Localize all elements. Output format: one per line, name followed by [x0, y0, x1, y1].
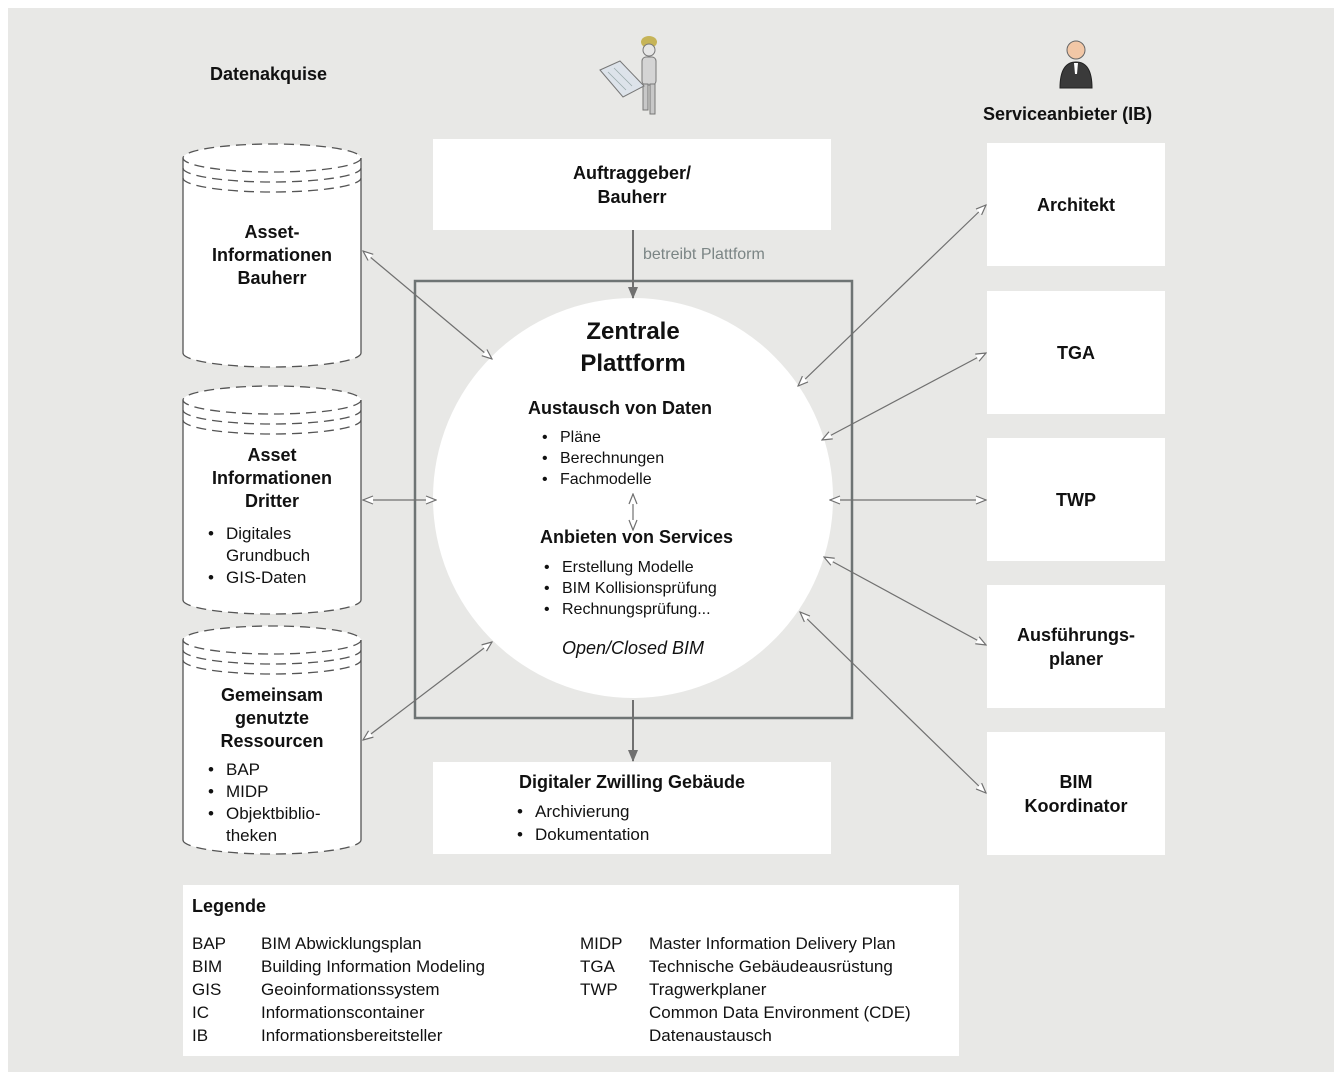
list-item: Dokumentation [513, 823, 773, 846]
provider-bim-koordinator: BIM Koordinator [987, 732, 1165, 855]
legend-abbr: TGA [580, 957, 615, 976]
legend-text: Technische Gebäudeausrüstung [649, 957, 893, 976]
engineer-icon [599, 36, 657, 115]
legend-box: Legende BAP BIM Abwicklungsplan BIM Buil… [183, 885, 959, 1056]
provider-twp: TWP [987, 438, 1165, 561]
operates-platform-label: betreibt Plattform [643, 246, 765, 263]
list-item: Objektbiblio- theken [206, 803, 334, 847]
list-item: Digitales Grundbuch [206, 523, 346, 567]
exchange-title: Austausch von Daten [528, 398, 713, 418]
legend-text: Master Information Delivery Plan [649, 934, 896, 953]
person-icon [1059, 40, 1093, 89]
legend-abbr: IC [192, 1003, 209, 1022]
legend-text: Informationsbereitsteller [261, 1026, 443, 1045]
list-item: Erstellung Modelle [540, 557, 770, 578]
open-closed-bim-label: Open/Closed BIM [561, 638, 705, 658]
diagram-canvas: Datenakquise Serviceanbieter (IB) Auftra… [8, 8, 1334, 1072]
legend-abbr: MIDP [580, 934, 623, 953]
list-item: Archivierung [513, 800, 773, 823]
legend-abbr: TWP [580, 980, 618, 999]
list-item: BAP [206, 759, 334, 781]
legend-abbr: IB [192, 1026, 209, 1045]
digital-twin-box: Digitaler Zwilling Gebäude Archivierung … [433, 762, 831, 854]
provider-architekt: Architekt [987, 143, 1165, 266]
cylinder-1-title: Asset- Informationen Bauherr [212, 222, 332, 288]
legend-abbr: BIM [192, 957, 223, 976]
cylinder-3-title: Gemeinsam genutzte Ressourcen [220, 685, 324, 751]
list-item: GIS-Daten [206, 567, 346, 589]
client-box-title: Auftraggeber/ Bauherr [572, 162, 691, 207]
client-box: Auftraggeber/ Bauherr [433, 139, 831, 230]
data-acquisition-header: Datenakquise [210, 64, 328, 84]
list-item: Berechnungen [538, 448, 738, 469]
services-list: Erstellung Modelle BIM Kollisionsprüfung… [540, 557, 770, 620]
cylinder-3-list: BAP MIDP Objektbiblio- theken [206, 759, 334, 847]
data-exchange-arrows [363, 205, 986, 793]
provider-ausfuehrungsplaner-label: Ausführungs- planer [1017, 624, 1135, 669]
provider-tga: TGA [987, 291, 1165, 414]
cylinder-2-title: Asset Informationen Dritter [212, 445, 332, 511]
service-providers-header: Serviceanbieter (IB) [983, 104, 1153, 124]
legend-text: Common Data Environment (CDE) [649, 1003, 911, 1022]
legend-text: Geoinformationssystem [261, 980, 440, 999]
legend-text: Datenaustausch [649, 1026, 772, 1045]
legend-title: Legende [192, 896, 267, 916]
list-item: BIM Kollisionsprüfung [540, 578, 770, 599]
services-title: Anbieten von Services [540, 527, 734, 547]
legend-text: Informationscontainer [261, 1003, 425, 1022]
list-item: Pläne [538, 427, 738, 448]
platform-title: Zentrale Plattform [580, 318, 686, 377]
cylinder-2-list: Digitales Grundbuch GIS-Daten [206, 523, 346, 589]
provider-ausfuehrungsplaner: Ausführungs- planer [987, 585, 1165, 708]
legend-text: Tragwerkplaner [649, 980, 767, 999]
legend-text: BIM Abwicklungsplan [261, 934, 422, 953]
list-item: MIDP [206, 781, 334, 803]
exchange-list: Pläne Berechnungen Fachmodelle [538, 427, 738, 490]
legend-abbr: BAP [192, 934, 227, 953]
digital-twin-list: Archivierung Dokumentation [513, 800, 773, 846]
list-item: Rechnungsprüfung... [540, 599, 770, 620]
provider-bim-koordinator-label: BIM Koordinator [1024, 771, 1128, 816]
digital-twin-title: Digitaler Zwilling Gebäude [518, 772, 746, 792]
legend-text: Building Information Modeling [261, 957, 485, 976]
list-item: Fachmodelle [538, 469, 738, 490]
cylinder-asset-bauherr [182, 143, 362, 368]
legend-abbr: GIS [192, 980, 222, 999]
